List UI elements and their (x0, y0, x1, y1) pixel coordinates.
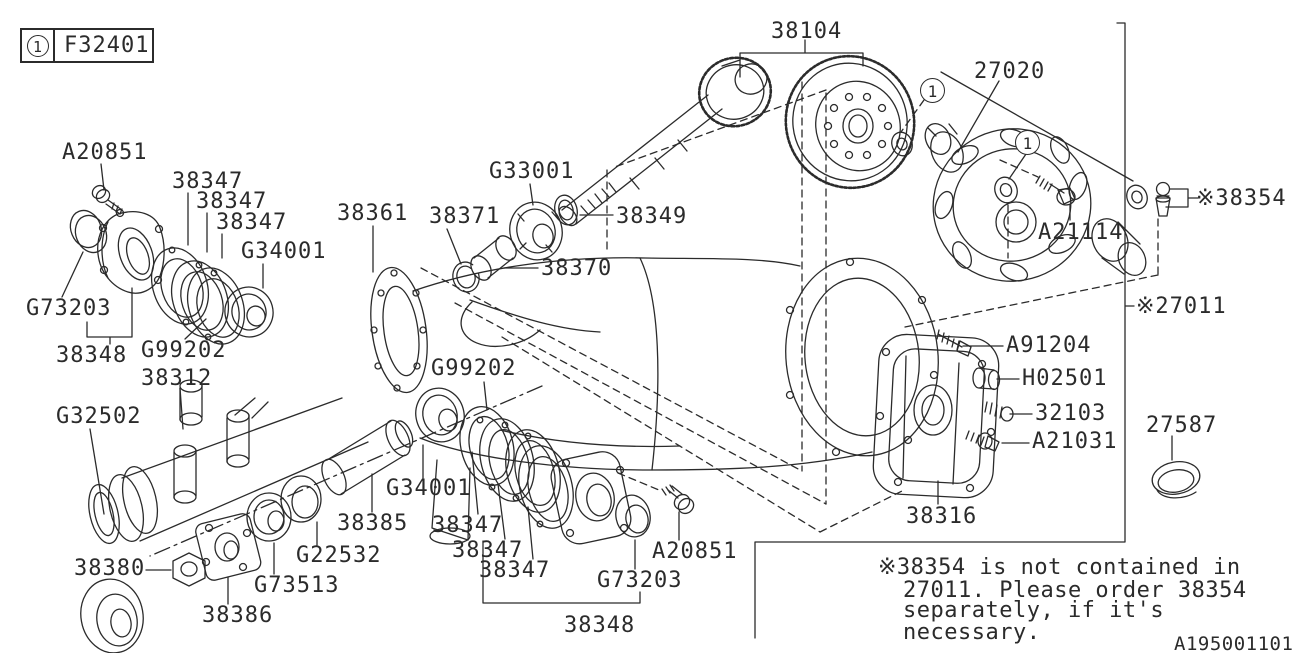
part-label-a91204: A91204 (1006, 333, 1092, 358)
part-label-38370: 38370 (541, 256, 613, 281)
circled-1-callout: 1 (920, 78, 945, 103)
part-label-g73203-2: G73203 (597, 568, 683, 593)
leader-lines (61, 22, 1173, 639)
axle-parts-drawing (80, 387, 465, 653)
breather-icon (1155, 181, 1199, 217)
part-label-38361: 38361 (337, 201, 409, 226)
part-label-38347-3: 38347 (216, 210, 288, 235)
axle-centerline (149, 385, 543, 557)
part-label-38312: 38312 (141, 366, 213, 391)
part-label-27011: ※27011 (1136, 294, 1227, 319)
part-label-38354: ※38354 (1196, 186, 1287, 211)
circled-1-legend: 1 (26, 34, 49, 57)
part-label-38349: 38349 (616, 204, 688, 229)
front-retainer-stack-drawing (69, 184, 274, 345)
part-label-38347-1: 38347 (172, 169, 244, 194)
part-label-a20851-2: A20851 (652, 539, 738, 564)
part-label-g32502: G32502 (56, 404, 142, 429)
rear-cover-drawing (872, 333, 1000, 499)
part-label-38371: 38371 (429, 204, 501, 229)
part-label-38380: 38380 (74, 556, 146, 581)
part-label-g22532: G22532 (296, 543, 382, 568)
part-label-38347-5: 38347 (452, 538, 524, 563)
part-label-g73513: G73513 (254, 573, 340, 598)
part-label-27020: 27020 (974, 59, 1046, 84)
part-label-g99202-2: G99202 (431, 356, 517, 381)
part-label-38348-2: 38348 (564, 613, 636, 638)
part-label-g34001-2: G34001 (386, 476, 472, 501)
ring-gear-drawing (784, 54, 916, 190)
circled-1-callout: 1 (1015, 130, 1040, 155)
part-label-38348-1: 38348 (56, 343, 128, 368)
pinion-shaft-drawing (558, 56, 773, 227)
part-label-a21031: A21031 (1032, 429, 1118, 454)
plug-27587-icon (1151, 461, 1201, 499)
part-label-g34001-1: G34001 (241, 239, 327, 264)
part-label-g33001: G33001 (489, 159, 575, 184)
part-label-38347-6: 38347 (479, 558, 551, 583)
part-label-h02501: H02501 (1022, 366, 1108, 391)
footnote-line-2: 27011. Please order 38354 (903, 578, 1247, 603)
part-label-27587: 27587 (1146, 413, 1218, 438)
part-label-38386: 38386 (202, 603, 274, 628)
part-label-38104: 38104 (771, 19, 843, 44)
part-label-g73203-1: G73203 (26, 296, 112, 321)
part-label-38385: 38385 (337, 511, 409, 536)
footnote-line-4: necessary. (903, 620, 1041, 645)
pinion-bearing-set-drawing (452, 194, 578, 293)
dashed-construction-lines (420, 81, 1159, 533)
part-label-38347-4: 38347 (432, 513, 504, 538)
document-number: A195001101 (1174, 633, 1294, 653)
footnote-line-1: ※38354 is not contained in (878, 555, 1241, 580)
part-label-a21114: A21114 (1038, 220, 1124, 245)
legend-code: F32401 (64, 33, 150, 58)
part-label-38347-2: 38347 (196, 189, 268, 214)
housing-drawing (88, 257, 939, 545)
part-label-g99202-1: G99202 (141, 338, 227, 363)
part-label-38316: 38316 (906, 504, 978, 529)
footnote-line-3: separately, if it's (903, 598, 1165, 623)
part-label-a20851-1: A20851 (62, 140, 148, 165)
side-retainer-stack-drawing (459, 406, 695, 545)
a21114-bolt-icon (1035, 175, 1076, 206)
legend-marker-cell: 1 (22, 30, 55, 61)
legend-box: 1 F32401 (20, 28, 154, 63)
cover-bolt-icons (936, 329, 1014, 452)
part-label-32103: 32103 (1035, 401, 1107, 426)
